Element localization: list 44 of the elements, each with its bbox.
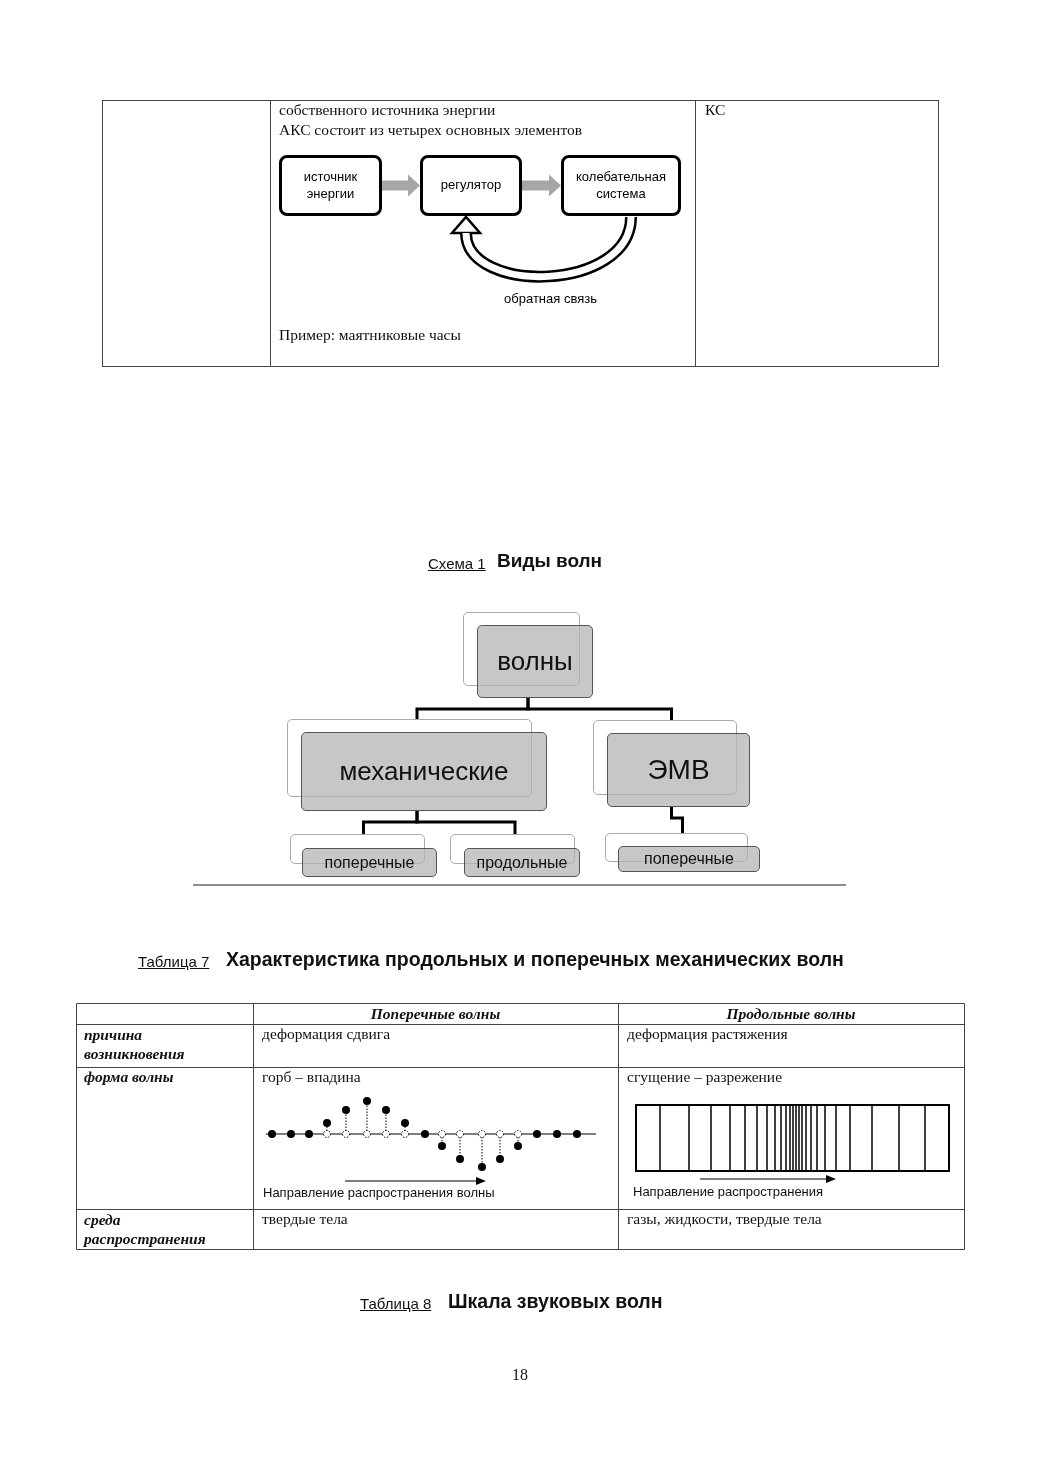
process-box: колебательная система bbox=[561, 155, 681, 216]
node-label: ЭМВ bbox=[647, 754, 710, 786]
node-label: продольные bbox=[476, 853, 568, 872]
heading-text: Шкала звуковых волн bbox=[448, 1290, 663, 1313]
table-cell-text: газы, жидкости, твердые тела bbox=[627, 1210, 822, 1228]
stacked-card bbox=[605, 833, 760, 872]
process-box: источник энергии bbox=[279, 155, 382, 216]
stacked-card bbox=[593, 720, 750, 807]
feedback-arrow bbox=[451, 215, 637, 283]
stacked-card bbox=[450, 834, 580, 877]
caption-number: Таблица 7 bbox=[138, 953, 210, 970]
table-cell-text: сгущение – разрежение bbox=[627, 1068, 782, 1086]
connector-line bbox=[670, 807, 684, 833]
body-text: собственного источника энергии bbox=[279, 101, 496, 119]
table-cell-text: деформация растяжения bbox=[627, 1025, 788, 1043]
stacked-card bbox=[463, 612, 593, 698]
axis-caption: Направление распространения волны bbox=[263, 1185, 495, 1200]
page-number: 18 bbox=[511, 1366, 529, 1384]
body-text: АКС состоит из четырех основных элементов bbox=[279, 121, 583, 139]
heading-text: Виды волн bbox=[497, 550, 603, 572]
process-box: регулятор bbox=[420, 155, 522, 216]
node-label: механические bbox=[339, 756, 509, 787]
column-header: Продольные волны bbox=[725, 1005, 857, 1023]
caption-number: Таблица 8 bbox=[360, 1295, 432, 1312]
stacked-card bbox=[287, 719, 547, 811]
node-label: волны bbox=[497, 646, 573, 677]
stacked-card bbox=[290, 834, 437, 877]
row-header: среда распространения bbox=[84, 1210, 207, 1249]
table-cell-text: КС bbox=[705, 101, 726, 119]
caption-number: Схема 1 bbox=[428, 555, 486, 572]
connector-line bbox=[415, 811, 517, 834]
table-cell-text: деформация сдвига bbox=[262, 1025, 391, 1043]
table-cell-text: горб – впадина bbox=[262, 1068, 361, 1086]
table-cell-text: твердые тела bbox=[262, 1210, 348, 1228]
axis-caption: Направление распространения bbox=[633, 1184, 824, 1199]
node-label: поперечные bbox=[324, 853, 415, 872]
connector-line bbox=[526, 698, 673, 720]
body-text: Пример: маятниковые часы bbox=[279, 326, 461, 344]
column-header: Поперечные волны bbox=[369, 1005, 502, 1023]
arrow bbox=[522, 174, 561, 197]
row-header: форма волны bbox=[84, 1068, 174, 1086]
heading-text: Характеристика продольных и поперечных механических волн bbox=[226, 948, 844, 971]
arrow bbox=[382, 174, 420, 197]
node-label: поперечные bbox=[644, 850, 734, 868]
